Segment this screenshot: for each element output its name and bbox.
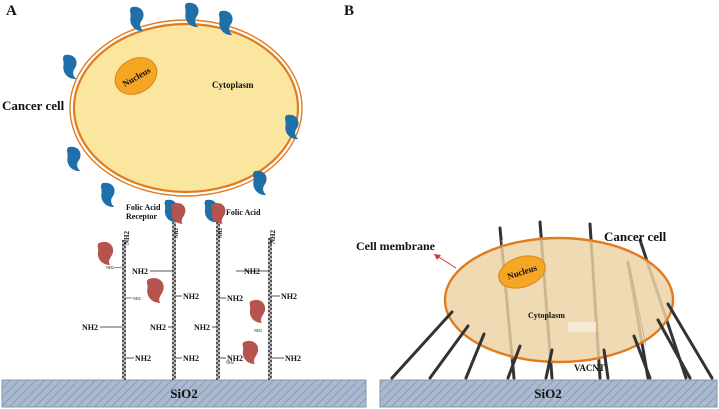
panel-a-cell-body: [72, 22, 300, 194]
folic-acid-receptor-label-line2: Receptor: [126, 212, 158, 221]
linker-strand: [216, 222, 220, 380]
panel-b-substrate-label: SiO2: [534, 386, 561, 401]
folate-amine: NH2: [254, 328, 262, 333]
amine-label: NH2: [194, 323, 210, 332]
folic-acid-molecule: [97, 241, 114, 265]
nanotube: [428, 324, 470, 380]
panel-a: A SiO2 NH2 NH2 NH2 NH2 NH2 NH2 NH2 NH2: [1, 2, 367, 408]
strand-top-amine: NH2: [123, 231, 131, 246]
folate-receptor: [253, 170, 267, 196]
amine-label: NH2: [82, 323, 98, 332]
folic-acid-molecule: [146, 278, 164, 303]
strand-top-amine: NH2: [175, 228, 180, 239]
linker-strand: [268, 238, 272, 380]
linker-strand: [172, 222, 176, 380]
folate-receptor: [67, 146, 81, 172]
panel-b-substrate: [379, 379, 718, 408]
panel-b: B SiO2: [344, 3, 718, 408]
panel-b-nanotubes-front: [390, 302, 714, 380]
panel-a-cancer-cell-label: Cancer cell: [2, 98, 65, 113]
amine-label: NH2: [132, 267, 148, 276]
panel-b-vacnt-label: VACNT: [574, 363, 605, 373]
strand-top-amine: NH2: [269, 230, 277, 245]
strand-top-amine: NH2: [219, 228, 224, 239]
panel-a-amine-groups: NH2 NH2 NH2 NH2 NH2 NH2 NH2 NH2 NH2 NH2 …: [82, 267, 301, 363]
cell-membrane-arrowhead: [434, 254, 441, 260]
nanotube: [632, 334, 652, 380]
linker-strand: [122, 240, 126, 380]
folic-acid-label: Folic Acid: [226, 208, 261, 217]
panel-b-highlight: [568, 322, 596, 332]
folate-amine: NH2: [133, 296, 141, 301]
amine-label: NH2: [281, 292, 297, 301]
amine-label: NH2: [227, 354, 243, 363]
nanotube: [464, 332, 486, 380]
amine-label: NH2: [183, 292, 199, 301]
panel-a-letter: A: [6, 3, 17, 19]
folic-acid-molecule: [249, 299, 266, 323]
panel-b-cell-membrane-label: Cell membrane: [356, 239, 436, 253]
panel-a-free-folates: NH2 NH2 NH2 NH2: [97, 241, 266, 365]
folate-receptor: [101, 182, 115, 208]
amine-label: NH2: [227, 294, 243, 303]
folate-receptor: [63, 54, 77, 80]
folic-acid-receptor-label-line1: Folic Acid: [126, 203, 161, 212]
amine-label: NH2: [150, 323, 166, 332]
amine-label: NH2: [183, 354, 199, 363]
amine-label: NH2: [285, 354, 301, 363]
nanotube: [656, 318, 692, 380]
panel-a-substrate-label: SiO2: [170, 386, 197, 401]
nanotube: [506, 344, 522, 380]
nanotube: [602, 348, 610, 380]
panel-b-cytoplasm-label: Cytoplasm: [528, 311, 565, 320]
panel-b-inner-tubes: [501, 237, 647, 361]
panel-a-cell-membrane: [69, 19, 303, 197]
nanotube: [544, 348, 554, 380]
panel-a-substrate: [1, 379, 367, 408]
panel-b-cancer-cell-label: Cancer cell: [604, 229, 667, 244]
panel-a-bound-complexes: [164, 199, 226, 224]
amine-label: NH2: [244, 267, 260, 276]
panel-a-cytoplasm-label: Cytoplasm: [212, 80, 254, 90]
nanotube: [390, 310, 454, 380]
folate-amine: NH2: [226, 360, 234, 365]
panel-a-nucleus: [114, 57, 158, 95]
amine-label: NH2: [135, 354, 151, 363]
nanotube: [666, 302, 714, 380]
panel-b-nucleus: [498, 255, 546, 289]
folic-acid-molecule: [242, 340, 259, 364]
panel-b-letter: B: [344, 3, 354, 19]
panel-a-linkers: [122, 222, 272, 380]
folate-amine: NH2: [106, 265, 114, 270]
